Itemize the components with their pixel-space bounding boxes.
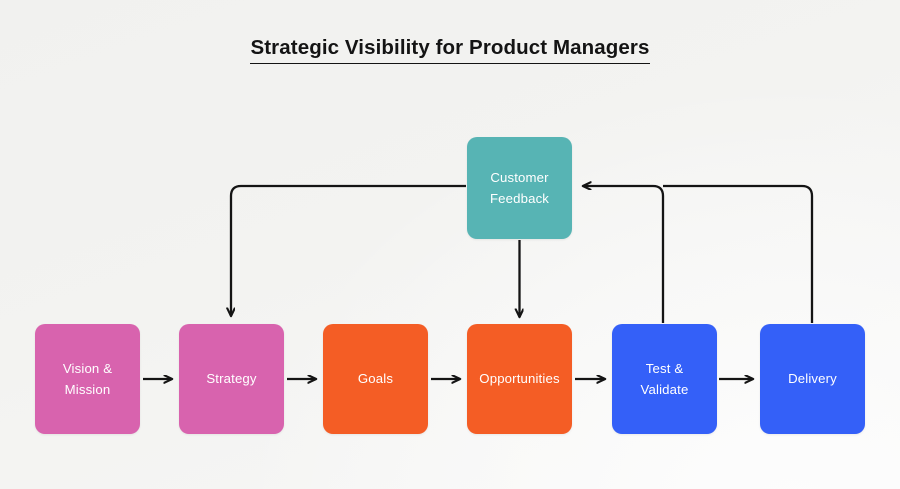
node-test-validate-label: Test & Validate (640, 360, 689, 397)
page-title: Strategic Visibility for Product Manager… (0, 36, 900, 64)
node-customer-feedback[interactable]: Customer Feedback (467, 137, 572, 239)
node-delivery-label: Delivery (788, 371, 837, 387)
node-vision-mission-label: Vision & Mission (62, 360, 113, 397)
node-goals-label: Goals (357, 371, 394, 387)
page-title-text: Strategic Visibility for Product Manager… (250, 36, 650, 64)
node-delivery[interactable]: Delivery (760, 324, 865, 434)
node-opportunities[interactable]: Opportunities (467, 324, 572, 434)
node-test-validate[interactable]: Test & Validate (612, 324, 717, 434)
node-opportunities-label: Opportunities (479, 371, 560, 387)
node-goals[interactable]: Goals (323, 324, 428, 434)
connector-test-to-feedback (583, 186, 665, 323)
connector-feedback-to-strategy (231, 184, 466, 316)
connector-delivery-to-feedback (663, 184, 814, 323)
node-strategy[interactable]: Strategy (179, 324, 284, 434)
node-strategy-label: Strategy (206, 371, 257, 387)
node-vision-mission[interactable]: Vision & Mission (35, 324, 140, 434)
node-customer-feedback-label: Customer Feedback (489, 169, 550, 206)
